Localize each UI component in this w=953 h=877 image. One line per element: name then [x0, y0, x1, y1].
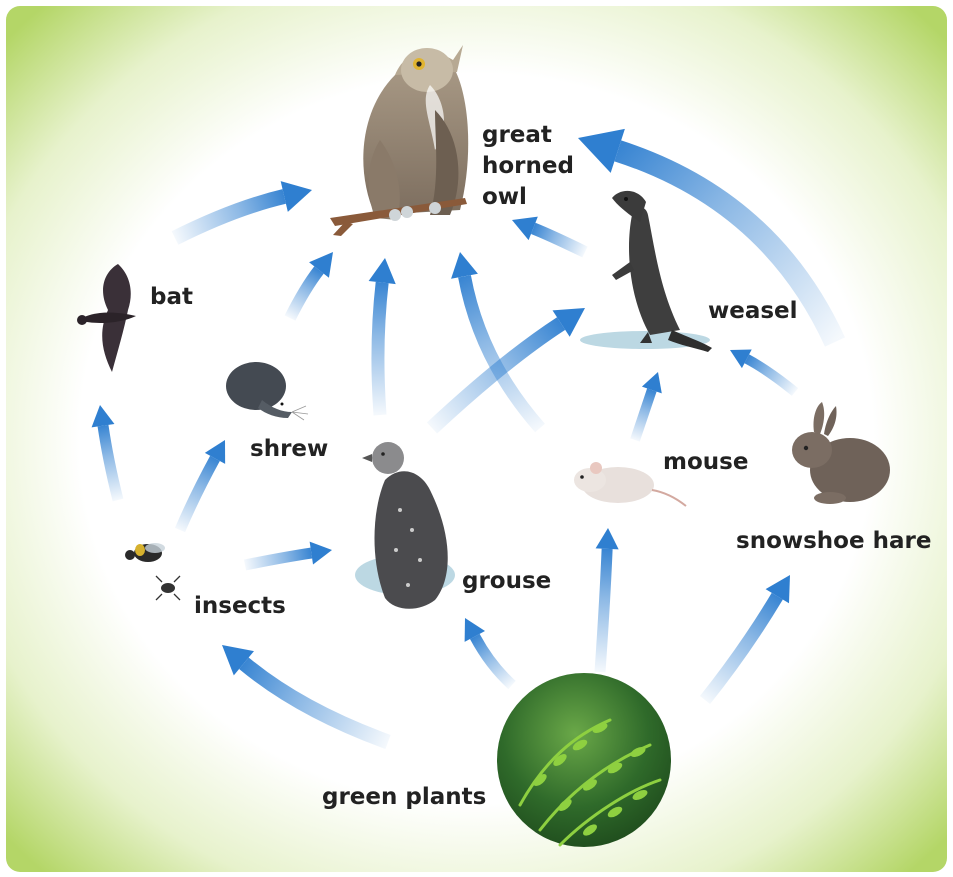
weasel-label: weasel [708, 298, 798, 324]
owl-label-line-2: horned [482, 153, 574, 179]
arrow-shaft [600, 549, 607, 672]
owl-label-line-3: owl [482, 184, 527, 210]
insects-label: insects [194, 593, 286, 619]
hare-label: snowshoe hare [736, 528, 931, 554]
plants-label: green plants [322, 784, 486, 810]
bat-label: bat [150, 284, 193, 310]
mouse-label: mouse [663, 449, 748, 475]
fern-icon [497, 673, 671, 847]
grouse-label: grouse [462, 568, 551, 594]
owl-label-line-1: great [482, 122, 552, 148]
shrew-label: shrew [250, 436, 328, 462]
arrow-shaft [378, 283, 382, 415]
